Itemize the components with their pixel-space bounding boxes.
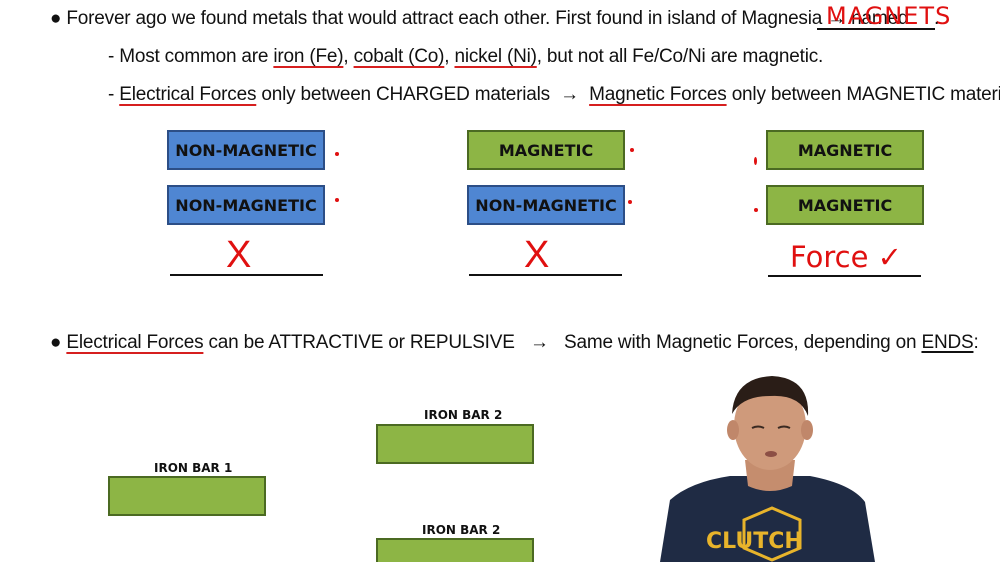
iron-bar-2-top <box>376 424 534 464</box>
red-dot <box>628 200 632 204</box>
magnetic-forces-text: Magnetic Forces <box>589 84 727 105</box>
pair2-bottom-box: NON-MAGNETIC <box>467 185 625 225</box>
electrical-forces-text: Electrical Forces <box>119 84 257 105</box>
arrow-icon: → <box>560 84 579 105</box>
red-dot <box>630 148 634 152</box>
iron-bar-1 <box>108 476 266 516</box>
iron-bar-2-bottom <box>376 538 534 562</box>
cobalt-text: cobalt (Co) <box>353 46 445 67</box>
iron-text: iron (Fe) <box>273 46 344 67</box>
bullet-line-2: ● Electrical Forces can be ATTRACTIVE or… <box>50 332 979 354</box>
bullet-line-1: ● Forever ago we found metals that would… <box>50 8 908 30</box>
bullet-period: . <box>934 8 940 29</box>
red-dot <box>754 157 757 165</box>
arrow-icon: → <box>827 8 847 29</box>
comma: , <box>444 46 450 67</box>
dash: - <box>108 84 115 105</box>
pair2-result-x: X <box>524 234 550 276</box>
red-dot <box>335 152 339 156</box>
presenter-illustration: CLUTCH <box>660 376 875 562</box>
answer-magnets: MAGNETS <box>826 2 952 30</box>
sub-bullet-metals: - Most common are iron (Fe), cobalt (Co)… <box>108 46 823 68</box>
nickel-text: nickel (Ni) <box>454 46 537 67</box>
magnetic-materials-text: only between MAGNETIC materials: <box>731 84 1000 105</box>
bullet-text: Forever ago we found metals that would a… <box>66 8 823 29</box>
bullet-marker: ● <box>50 332 62 353</box>
presenter-video: CLUTCH <box>660 370 880 562</box>
pair3-result-blank <box>768 275 921 277</box>
pair2-top-box: MAGNETIC <box>467 130 625 170</box>
metals-suffix: , but not all Fe/Co/Ni are magnetic. <box>536 46 824 67</box>
sub-bullet-forces: - Electrical Forces only between CHARGED… <box>108 84 1000 106</box>
pair3-result-force: Force ✓ <box>790 240 902 274</box>
pair1-top-box: NON-MAGNETIC <box>167 130 325 170</box>
metals-prefix: Most common are <box>119 46 269 67</box>
iron-bar-2-bottom-label: IRON BAR 2 <box>422 523 501 537</box>
arrow-icon: → <box>529 332 549 353</box>
pair1-result-blank <box>170 274 323 276</box>
red-dot <box>335 198 339 202</box>
magnetic-ends-text: Same with Magnetic Forces, depending on <box>564 332 917 353</box>
pair1-bottom-box: NON-MAGNETIC <box>167 185 325 225</box>
iron-bar-2-top-label: IRON BAR 2 <box>424 408 503 422</box>
red-dot <box>754 208 758 212</box>
iron-bar-1-label: IRON BAR 1 <box>154 461 233 475</box>
shirt-logo-text: CLUTCH <box>706 529 803 554</box>
bullet-marker: ● <box>50 8 62 29</box>
answer-blank <box>817 28 935 30</box>
charged-text: only between CHARGED materials <box>261 84 550 105</box>
electrical-forces-text: Electrical Forces <box>66 332 204 353</box>
pair2-result-blank <box>469 274 622 276</box>
pair3-top-box: MAGNETIC <box>766 130 924 170</box>
dash: - <box>108 46 115 67</box>
comma: , <box>343 46 349 67</box>
pair3-bottom-box: MAGNETIC <box>766 185 924 225</box>
attractive-repulsive-text: can be ATTRACTIVE or REPULSIVE <box>208 332 515 353</box>
colon: : <box>973 332 979 353</box>
named-label: named <box>851 8 909 29</box>
ends-text: ENDS <box>921 332 974 353</box>
pair1-result-x: X <box>226 234 252 276</box>
